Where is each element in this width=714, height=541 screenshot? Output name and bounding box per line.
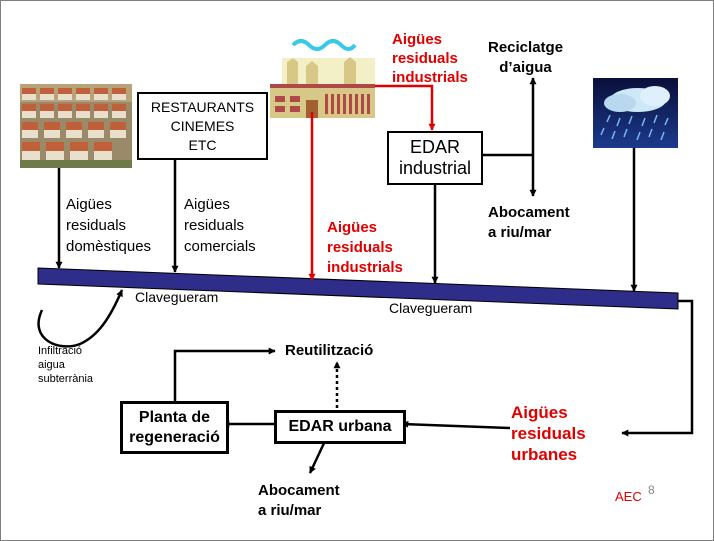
infiltration-label: Infiltració aigua subterrània [38, 345, 94, 385]
infiltration-arrow [37, 289, 124, 348]
factory-icon [270, 39, 375, 118]
discharge-urban-arrow [308, 440, 327, 474]
urban-wastewater-label: Aigües residuals urbanes [511, 403, 586, 464]
commercial-wastewater-label: Aigües residuals comercials [184, 196, 256, 255]
urban-wastewater-arrow [401, 420, 511, 430]
industrial-wastewater-top-label: Aigües residuals industrials [392, 31, 468, 86]
reuse-label: Reutilització [285, 342, 374, 359]
edar-industrial-box: EDAR industrial [387, 131, 483, 185]
inflow-arrows [37, 77, 694, 474]
sewer-outlet-arrow [621, 299, 694, 437]
sewer-pipe [37, 267, 679, 310]
factory-to-edar-arrow [375, 84, 436, 131]
regeneration-plant-box: Planta de regeneració [120, 401, 229, 454]
sewer-left-label: Clavegueram [135, 289, 219, 305]
edar-urbana-box: EDAR urbana [274, 410, 406, 444]
reuse-arrow [173, 347, 276, 402]
industrial-red-arrows [308, 84, 436, 281]
houses-image [20, 84, 132, 168]
page-number: 8 [648, 483, 655, 497]
sewer-right-label: Clavegueram [389, 300, 473, 316]
industrial-wastewater-mid-label: Aigües residuals industrials [327, 219, 403, 276]
rain-cloud-icon [593, 78, 678, 148]
hospitality-box: RESTAURANTS CINEMES ETC [137, 92, 268, 160]
author-label: AEC [615, 489, 642, 504]
domestic-wastewater-label: Aigües residuals domèstiques [66, 196, 152, 255]
water-recycling-label: Reciclatge d’aigua [488, 39, 564, 76]
discharge-urban-label: Abocament a riu/mar [258, 482, 340, 519]
discharge-industrial-label: Abocament a riu/mar [488, 204, 570, 241]
